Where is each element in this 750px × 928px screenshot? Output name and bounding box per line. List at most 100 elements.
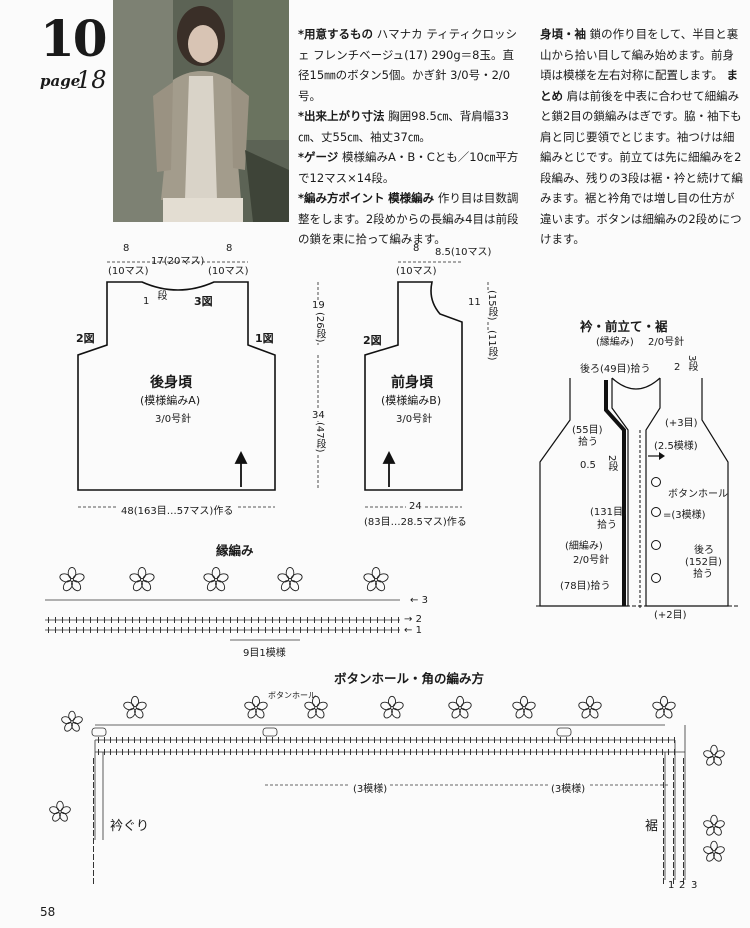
stitch-mark xyxy=(93,766,94,772)
stitch-mark xyxy=(308,749,309,755)
stitch-mark xyxy=(272,617,273,623)
flower-motif-petal xyxy=(211,566,221,580)
front-neck-rows-2: (11段) xyxy=(484,330,499,361)
stitch-mark xyxy=(314,749,315,755)
stitch-mark xyxy=(140,749,141,755)
stitch-mark xyxy=(338,749,339,755)
stitch-mark xyxy=(384,627,385,633)
stitch-mark xyxy=(560,749,561,755)
flower-motif-petal xyxy=(710,744,718,756)
stitch-mark xyxy=(182,749,183,755)
stitch-mark xyxy=(683,774,684,780)
back-left-fig: 2図 xyxy=(76,332,95,345)
stitch-mark xyxy=(152,749,153,755)
stitch-mark xyxy=(370,627,371,633)
stitch-mark xyxy=(368,749,369,755)
stitch-mark xyxy=(134,737,135,743)
stitch-mark xyxy=(93,806,94,812)
band-single-needle: 2/0号針 xyxy=(573,555,610,566)
stitch-mark xyxy=(374,737,375,743)
stitch-mark xyxy=(48,627,49,633)
stitch-mark xyxy=(202,627,203,633)
stitch-mark xyxy=(254,737,255,743)
flower-motif-petal xyxy=(713,826,722,836)
flower-motif-petal xyxy=(315,708,325,719)
stitch-mark xyxy=(93,790,94,796)
stitch-mark xyxy=(307,617,308,623)
stitch-mark xyxy=(272,737,273,743)
flower-motif-petal xyxy=(451,708,461,719)
back-piece-name: 後身頃 xyxy=(150,375,192,391)
flower-motif-petal xyxy=(203,573,216,583)
flower-motif-petal xyxy=(290,573,303,583)
stitch-mark xyxy=(572,749,573,755)
flower-motif-petal xyxy=(311,695,321,708)
stitch-mark xyxy=(170,749,171,755)
stitch-mark xyxy=(673,862,674,868)
stitch-mark xyxy=(683,870,684,876)
stitch-mark xyxy=(632,749,633,755)
stitch-mark xyxy=(608,737,609,743)
band-rows05: 0.5 xyxy=(580,460,596,471)
back-neck-rows: 1 xyxy=(143,296,150,307)
stitch-mark xyxy=(416,737,417,743)
stitch-mark xyxy=(332,749,333,755)
body-sleeve-title: 身頃・袖 xyxy=(540,27,586,41)
stitch-mark xyxy=(97,617,98,623)
stitch-mark xyxy=(572,737,573,743)
stitch-mark xyxy=(368,737,369,743)
stitch-mark xyxy=(428,737,429,743)
stitch-mark xyxy=(350,749,351,755)
stitch-mark xyxy=(673,830,674,836)
stitch-mark xyxy=(146,737,147,743)
stitch-mark xyxy=(356,749,357,755)
front-bottom-width: 24 xyxy=(406,501,425,512)
band-pick131-sub: 拾う xyxy=(597,520,617,531)
flower-motif-petal xyxy=(49,806,60,815)
stitch-mark xyxy=(206,737,207,743)
stitch-mark xyxy=(93,774,94,780)
flower-motif-petal xyxy=(60,806,71,815)
stitch-mark xyxy=(153,617,154,623)
pattern-number: 10 xyxy=(40,9,108,68)
stitch-mark xyxy=(440,749,441,755)
corner-repeat-left: (3模様) xyxy=(350,780,391,795)
stitch-mark xyxy=(683,846,684,852)
flower-motif-petal xyxy=(129,573,142,583)
flower-motif-petal xyxy=(247,708,257,719)
stitch-mark xyxy=(673,838,674,844)
stitch-mark xyxy=(188,737,189,743)
band-plus3: (+3目) xyxy=(665,418,698,429)
stitch-mark xyxy=(500,749,501,755)
stitch-mark xyxy=(524,737,525,743)
stitch-mark xyxy=(206,749,207,755)
gauge-text: 模様編みA・B・Cとも／10㎝平方で12マス×14段。 xyxy=(298,150,519,185)
flower-motif-petal xyxy=(61,716,72,725)
stitch-mark xyxy=(566,749,567,755)
stitch-mark xyxy=(293,617,294,623)
stitch-mark xyxy=(93,838,94,844)
stitch-mark xyxy=(76,627,77,633)
flower-motif-petal xyxy=(706,852,715,862)
stitch-mark xyxy=(195,627,196,633)
stitch-mark xyxy=(363,617,364,623)
corner-row-label-2: 2 xyxy=(679,880,686,891)
stitch-mark xyxy=(236,737,237,743)
back-piece-pattern: (模様編みA) xyxy=(140,394,201,407)
front-piece-needle: 3/0号針 xyxy=(396,414,433,425)
stitch-mark xyxy=(48,617,49,623)
back-top-left: 8 xyxy=(123,243,130,254)
stitch-mark xyxy=(554,749,555,755)
stitch-mark xyxy=(279,627,280,633)
stitch-mark xyxy=(188,749,189,755)
stitch-mark xyxy=(391,627,392,633)
flower-motif-petal xyxy=(659,695,669,708)
stitch-mark xyxy=(488,737,489,743)
stitch-mark xyxy=(349,617,350,623)
flower-motif-petal xyxy=(519,695,529,708)
stitch-mark xyxy=(170,737,171,743)
stitch-mark xyxy=(656,737,657,743)
stitch-mark xyxy=(98,737,99,743)
stitch-mark xyxy=(93,870,94,876)
stitch-mark xyxy=(590,749,591,755)
